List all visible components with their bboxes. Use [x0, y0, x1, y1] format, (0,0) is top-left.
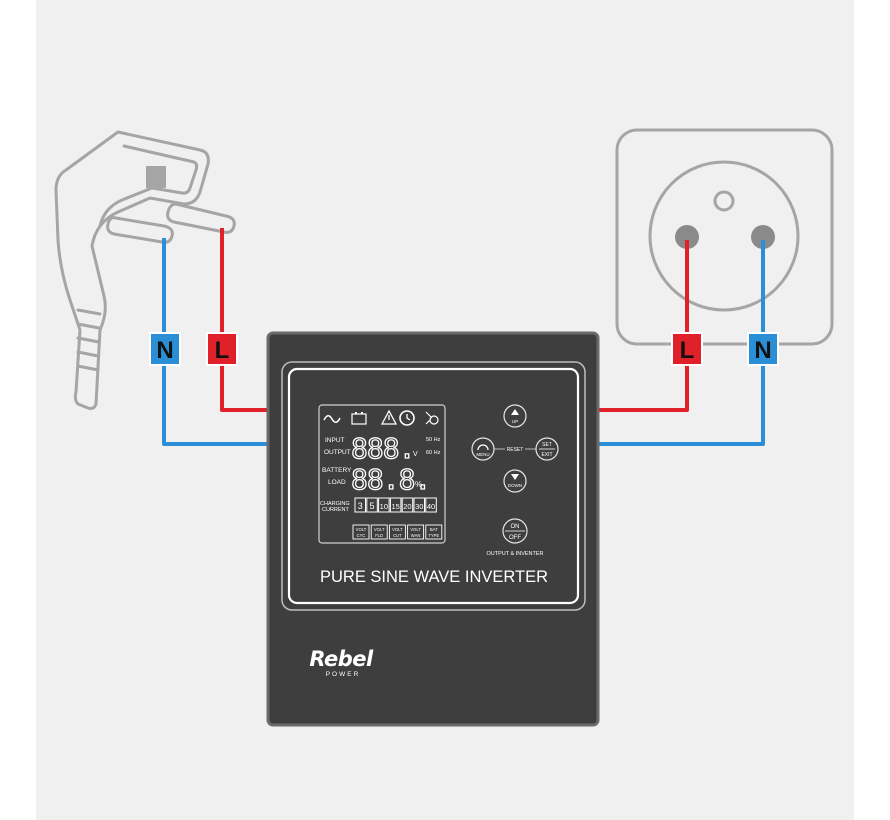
svg-text:40: 40 [427, 502, 435, 511]
svg-text:30: 30 [415, 502, 423, 511]
charging-current-box: 15 [389, 497, 402, 513]
svg-text:N: N [754, 337, 771, 364]
lcd-hz60: 60 Hz [426, 450, 441, 456]
svg-text:L: L [680, 337, 695, 364]
socket-icon [615, 128, 834, 346]
lcd-top-digits: 888. [351, 432, 414, 465]
inverter-device: INPUT OUTPUT 888. V 50 Hz 60 Hz BATTERY … [266, 331, 600, 727]
lcd-label-current: CURRENT [322, 507, 350, 513]
svg-text:5: 5 [370, 501, 375, 511]
panel-title: PURE SINE WAVE INVERTER [320, 568, 548, 586]
socket-neutral-wire [597, 240, 765, 446]
wires [162, 228, 765, 446]
charging-current-box: 3 [354, 497, 366, 513]
svg-text:CUT: CUT [393, 533, 402, 538]
svg-text:CYC: CYC [357, 533, 366, 538]
svg-text:BAT: BAT [430, 527, 438, 532]
wire-label-plug-n: N [149, 332, 181, 366]
lcd-label-load: LOAD [328, 479, 346, 486]
plug-icon [54, 130, 236, 410]
svg-text:FLD: FLD [375, 533, 383, 538]
sine-wave-icon [323, 415, 341, 423]
menu-button[interactable]: MENU [471, 437, 495, 461]
svg-text:VOLT: VOLT [410, 527, 421, 532]
svg-text:ON: ON [511, 524, 520, 530]
lcd-bottom-unit: % [415, 480, 422, 489]
reset-label: RESET [507, 447, 524, 453]
wire-label-socket-l: L [671, 332, 703, 366]
svg-text:UP: UP [512, 419, 518, 424]
svg-text:VOLT: VOLT [392, 527, 403, 532]
lcd-label-battery: BATTERY [322, 467, 352, 474]
svg-text:Rebel: Rebel [309, 647, 374, 671]
set-exit-button[interactable]: SET EXIT [535, 437, 559, 461]
on-off-button[interactable]: ON OFF [502, 518, 528, 544]
output-inverter-label: OUTPUT & INVENTER [486, 551, 543, 557]
down-button[interactable]: DOWN [503, 469, 527, 493]
control-buttons: UP MENU RESET SET EXIT DOWN [471, 404, 559, 557]
svg-text:20: 20 [403, 502, 411, 511]
fan-icon [425, 411, 439, 425]
wire-label-socket-n: N [747, 332, 779, 366]
charging-current-box: 20 [401, 497, 414, 513]
lcd-label-input: INPUT [325, 437, 345, 444]
battery-icon [351, 412, 367, 425]
lcd-label-output: OUTPUT [324, 449, 351, 456]
plug-live-wire [220, 228, 270, 412]
svg-text:OFF: OFF [509, 535, 521, 541]
lcd-display: INPUT OUTPUT 888. V 50 Hz 60 Hz BATTERY … [318, 404, 446, 544]
svg-text:TYPE: TYPE [428, 533, 439, 538]
svg-text:EXIT: EXIT [541, 452, 552, 458]
svg-text:VOLT: VOLT [356, 527, 367, 532]
svg-text:SET: SET [542, 442, 552, 448]
svg-text:VOLT: VOLT [374, 527, 385, 532]
lcd-hz50: 50 Hz [426, 437, 441, 443]
charging-current-box: 40 [425, 497, 437, 513]
socket-live-wire [597, 240, 689, 412]
charging-current-box: 30 [413, 497, 425, 513]
svg-text:L: L [215, 337, 230, 364]
lcd-top-unit: V [413, 451, 418, 458]
lcd-bottom-digits: 88.8. [351, 463, 430, 496]
up-button[interactable]: UP [503, 404, 527, 428]
charging-current-box: 10 [378, 497, 390, 513]
rebel-logo: Rebel POWER [309, 647, 374, 678]
svg-text:POWER: POWER [326, 671, 361, 678]
svg-text:3: 3 [358, 501, 363, 511]
warning-icon [380, 409, 398, 425]
charging-current-box: 5 [366, 497, 378, 513]
svg-text:MENU: MENU [476, 452, 489, 457]
svg-text:WAN: WAN [411, 533, 421, 538]
clock-icon [399, 410, 415, 426]
svg-text:N: N [156, 337, 173, 364]
svg-text:15: 15 [391, 502, 399, 511]
plug-neutral-wire [162, 238, 270, 446]
svg-text:DOWN: DOWN [508, 483, 522, 488]
svg-text:10: 10 [380, 502, 388, 511]
wire-label-plug-l: L [206, 332, 238, 366]
lcd-label-charging: CHARGING [320, 501, 350, 507]
